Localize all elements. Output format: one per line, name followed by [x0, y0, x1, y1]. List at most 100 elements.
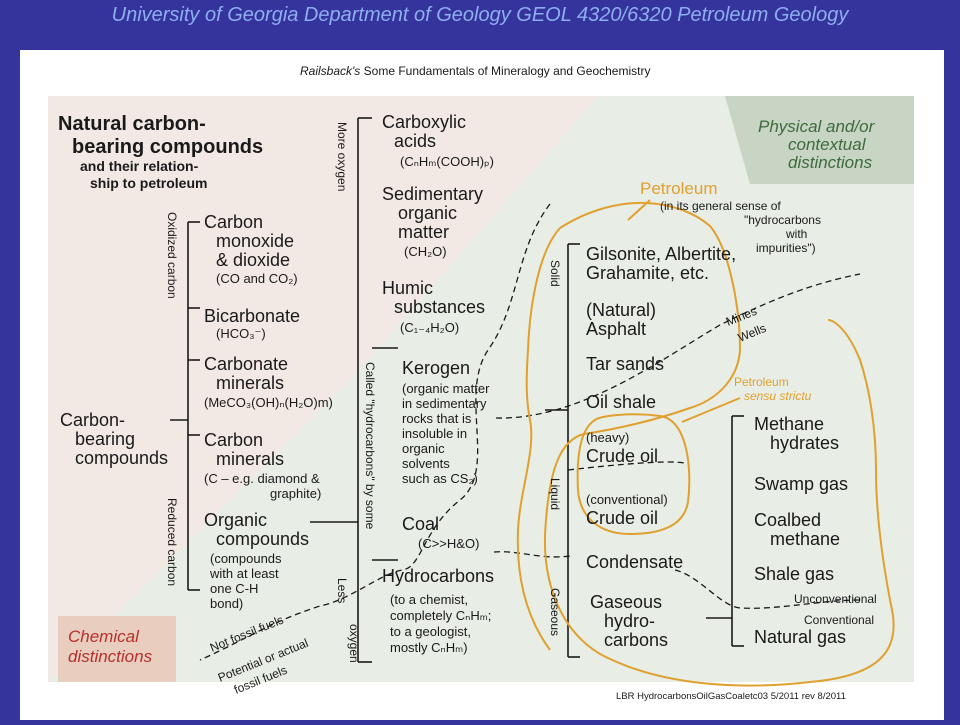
svg-text:(HCO₃⁻): (HCO₃⁻)	[216, 326, 266, 341]
svg-text:Bicarbonate: Bicarbonate	[204, 306, 300, 326]
svg-text:acids: acids	[394, 131, 436, 151]
svg-text:Methane: Methane	[754, 414, 824, 434]
col2-coal: Coal (C>>H&O)	[402, 514, 479, 551]
svg-text:one C-H: one C-H	[210, 581, 258, 596]
svg-text:bearing: bearing	[75, 429, 135, 449]
svg-text:compounds: compounds	[75, 448, 168, 468]
svg-text:Carbon: Carbon	[204, 212, 263, 232]
slide-header: University of Georgia Department of Geol…	[111, 4, 849, 26]
svg-text:Shale gas: Shale gas	[754, 564, 834, 584]
svg-text:graphite): graphite)	[270, 486, 321, 501]
svg-text:insoluble in: insoluble in	[402, 426, 467, 441]
title-line-1: Natural carbon-	[58, 113, 206, 135]
svg-text:(conventional): (conventional)	[586, 492, 668, 507]
svg-text:organic: organic	[398, 203, 457, 223]
svg-text:with at least: with at least	[209, 566, 279, 581]
petroleum-label: Petroleum (in its general sense of "hydr…	[640, 179, 821, 255]
reduced-carbon-label: Reduced carbon	[165, 498, 179, 586]
svg-text:(heavy): (heavy)	[586, 430, 629, 445]
svg-text:(in its general sense of: (in its general sense of	[660, 199, 781, 213]
col2-humic-substances: Humic substances (C₁₋₄H₂O)	[382, 278, 485, 335]
svg-text:Petroleum: Petroleum	[734, 375, 789, 389]
title-line-3: and their relation-	[80, 158, 199, 174]
svg-text:carbons: carbons	[604, 630, 668, 650]
svg-text:Coalbed: Coalbed	[754, 510, 821, 530]
col1-organic-compounds: Organic compounds (compounds with at lea…	[204, 510, 309, 611]
less-oxygen-label-2: oxygen	[347, 624, 361, 663]
svg-text:matter: matter	[398, 222, 449, 242]
svg-text:Swamp gas: Swamp gas	[754, 474, 848, 494]
svg-text:Gaseous: Gaseous	[590, 592, 662, 612]
footer-credit: LBR HydrocarbonsOilGasCoaletc03 5/2011 r…	[616, 691, 846, 702]
physical-distinctions-label: Physical and/or contextual distinctions	[758, 117, 876, 172]
svg-text:compounds: compounds	[216, 529, 309, 549]
oxidized-carbon-label: Oxidized carbon	[165, 212, 179, 299]
svg-text:(to a chemist,: (to a chemist,	[390, 592, 468, 607]
col2-sedimentary-organic-matter: Sedimentary organic matter (CH₂O)	[382, 184, 483, 259]
col2-kerogen: Kerogen (organic matter in sedimentary r…	[402, 358, 490, 486]
svg-text:(organic matter: (organic matter	[402, 381, 490, 396]
svg-text:"hydrocarbons: "hydrocarbons	[744, 213, 821, 227]
svg-text:hydrates: hydrates	[770, 433, 839, 453]
svg-text:Humic: Humic	[382, 278, 433, 298]
svg-text:Carbon: Carbon	[204, 430, 263, 450]
petroleum-strictu-pointer	[681, 397, 741, 423]
svg-text:mostly CₙHₘ): mostly CₙHₘ)	[390, 640, 468, 655]
chemical-distinctions-label: Chemical distinctions	[68, 627, 153, 666]
svg-text:minerals: minerals	[216, 449, 284, 469]
svg-text:(C₁₋₄H₂O): (C₁₋₄H₂O)	[400, 320, 459, 335]
svg-text:organic: organic	[402, 441, 445, 456]
col1-carbon-oxides: Carbon monoxide & dioxide (CO and CO₂)	[204, 212, 298, 286]
svg-text:with: with	[785, 227, 807, 241]
petroleum-general-boundary	[544, 202, 895, 687]
svg-text:Hydrocarbons: Hydrocarbons	[382, 566, 494, 586]
root-node: Carbon- bearing compounds	[60, 410, 168, 468]
petroleum-strictu-boundary	[576, 413, 691, 536]
chemical-distinctions-box	[58, 616, 176, 682]
svg-text:Carboxylic: Carboxylic	[382, 112, 466, 132]
svg-text:(CO and CO₂): (CO and CO₂)	[216, 271, 298, 286]
svg-text:(C – e.g. diamond &: (C – e.g. diamond &	[204, 471, 320, 486]
svg-text:Crude oil: Crude oil	[586, 446, 658, 466]
svg-text:solvents: solvents	[402, 456, 450, 471]
subtitle: Railsback's Some Fundamentals of Mineral…	[300, 64, 650, 78]
col2-hydrocarbons: Hydrocarbons (to a chemist, completely C…	[382, 566, 494, 655]
conventional-label: Conventional	[804, 613, 874, 627]
svg-text:Carbonate: Carbonate	[204, 354, 288, 374]
diagram-title: Natural carbon- bearing compounds and th…	[58, 113, 263, 191]
svg-text:in sedimentary: in sedimentary	[402, 396, 487, 411]
dashed-boundaries	[199, 203, 861, 661]
col1-carbonate-minerals: Carbonate minerals (MeCO₃(OH)ₙ(H₂O)m)	[204, 354, 333, 410]
svg-text:hydro-: hydro-	[604, 611, 655, 631]
svg-text:to a geologist,: to a geologist,	[390, 624, 471, 639]
svg-text:Condensate: Condensate	[586, 552, 683, 572]
svg-text:minerals: minerals	[216, 373, 284, 393]
called-hydrocarbons-label: Called "hydrocarbons" by some	[363, 362, 377, 530]
svg-text:impurities"): impurities")	[756, 241, 816, 255]
svg-text:Kerogen: Kerogen	[402, 358, 470, 378]
svg-text:& dioxide: & dioxide	[216, 250, 290, 270]
svg-text:Gilsonite, Albertite,: Gilsonite, Albertite,	[586, 244, 736, 264]
svg-text:completely CₙHₘ;: completely CₙHₘ;	[390, 608, 491, 623]
svg-text:rocks that is: rocks that is	[402, 411, 472, 426]
title-line-4: ship to petroleum	[90, 175, 207, 191]
col1-carbon-minerals: Carbon minerals (C – e.g. diamond & grap…	[204, 430, 321, 501]
svg-text:contextual: contextual	[788, 135, 867, 154]
solid-label: Solid	[548, 260, 562, 287]
svg-text:sensu strictu: sensu strictu	[744, 389, 812, 403]
svg-text:Petroleum: Petroleum	[640, 179, 717, 198]
diagram-svg: Railsback's Some Fundamentals of Mineral…	[48, 64, 914, 702]
col2-carboxylic-acids: Carboxylic acids (CₙHₘ(COOH)ₚ)	[382, 112, 494, 169]
svg-text:Asphalt: Asphalt	[586, 319, 646, 339]
svg-text:Chemical: Chemical	[68, 627, 140, 646]
svg-text:(CH₂O): (CH₂O)	[404, 244, 447, 259]
col1-bicarbonate: Bicarbonate (HCO₃⁻)	[204, 306, 300, 341]
petroleum-strictu-label: Petroleum sensu strictu	[734, 375, 812, 403]
svg-text:(MeCO₃(OH)ₙ(H₂O)m): (MeCO₃(OH)ₙ(H₂O)m)	[204, 395, 333, 410]
diagram-sheet: Railsback's Some Fundamentals of Mineral…	[20, 50, 944, 720]
svg-text:Physical and/or: Physical and/or	[758, 117, 876, 136]
svg-text:(C>>H&O): (C>>H&O)	[418, 536, 479, 551]
svg-text:Carbon-: Carbon-	[60, 410, 125, 430]
tree-lines	[170, 117, 744, 663]
svg-text:Tar sands: Tar sands	[586, 354, 664, 374]
